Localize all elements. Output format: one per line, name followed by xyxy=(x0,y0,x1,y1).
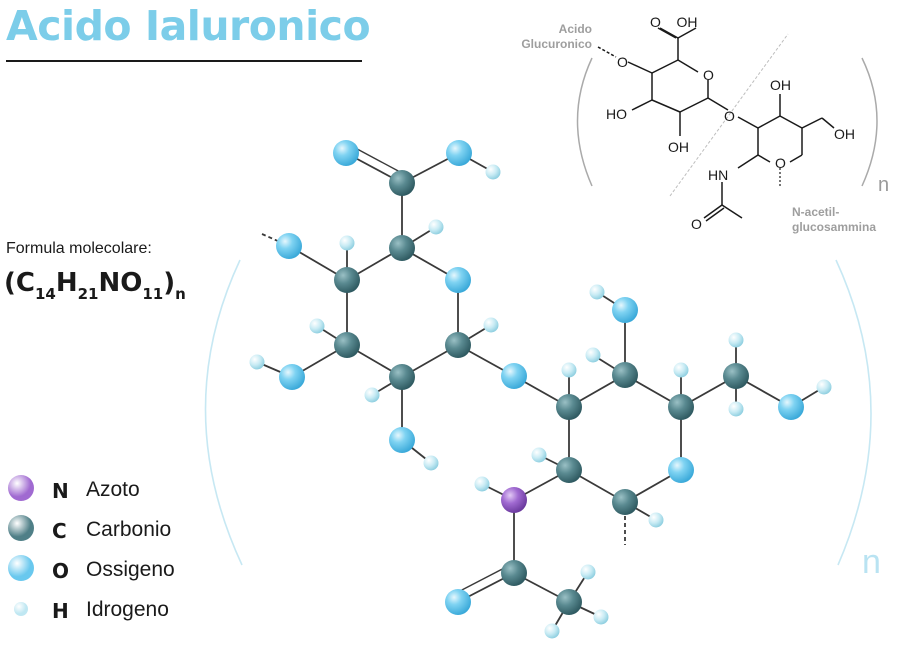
oxygen-atom-icon xyxy=(8,555,34,581)
formula-label: Formula molecolare: xyxy=(6,240,152,257)
hydrogen-atom xyxy=(816,379,832,395)
hydrogen-atom xyxy=(673,362,689,378)
formula-h-count: 21 xyxy=(77,285,99,303)
formula-n: n xyxy=(175,285,186,303)
legend-name: Idrogeno xyxy=(86,598,169,621)
skeletal-formula: O O OH O HO OH O OH O OH HN O xyxy=(576,14,878,232)
oxygen-atom xyxy=(501,363,527,389)
carbon-atom xyxy=(612,489,638,515)
formula-h: H xyxy=(55,268,78,298)
oxygen-atom xyxy=(389,427,415,453)
skeletal-o-link: O xyxy=(617,54,628,70)
hydrogen-atom xyxy=(483,317,499,333)
skeletal-ho-left: HO xyxy=(606,106,627,122)
skeletal-oh-right: OH xyxy=(834,126,855,142)
legend-symbol: C xyxy=(52,519,67,543)
oxygen-atom xyxy=(279,364,305,390)
formula-close: ) xyxy=(163,268,176,298)
skeletal-oh-bottom: OH xyxy=(668,139,689,155)
oxygen-atom xyxy=(276,233,302,259)
hydrogen-atom xyxy=(561,362,577,378)
hydrogen-atom xyxy=(585,347,601,363)
legend-symbol: N xyxy=(52,479,69,503)
carbon-atom-icon xyxy=(8,515,34,541)
left-repeat-bracket xyxy=(204,259,243,566)
hydrogen-atom xyxy=(531,447,547,463)
oxygen-atom xyxy=(445,267,471,293)
carbon-atom xyxy=(334,332,360,358)
page-title: Acido Ialuronico xyxy=(6,2,371,50)
model-repeat-n: n xyxy=(862,543,881,581)
hydrogen-atom xyxy=(364,387,380,403)
legend-symbol: H xyxy=(52,599,69,623)
skeletal-o-ring1: O xyxy=(703,67,714,83)
skeletal-cooh: O OH xyxy=(650,14,697,30)
formula-no: NO xyxy=(98,268,143,298)
carbon-atom xyxy=(723,363,749,389)
n-acetylglucosamine-label: N-acetil-glucosammina xyxy=(792,205,877,234)
hydrogen-atom xyxy=(580,564,596,580)
carbon-atom xyxy=(556,589,582,615)
legend-name: Ossigeno xyxy=(86,558,175,581)
hydrogen-atom xyxy=(428,219,444,235)
molecular-formula: (C14H21NO11)n xyxy=(4,268,186,303)
legend-symbol: O xyxy=(52,559,70,583)
skeletal-right-bracket xyxy=(861,57,878,187)
oxygen-atom xyxy=(446,140,472,166)
carbon-atom xyxy=(334,267,360,293)
carbon-atom xyxy=(668,394,694,420)
oxygen-atom xyxy=(333,140,359,166)
nitrogen-atom xyxy=(501,487,527,513)
carbon-atom xyxy=(389,170,415,196)
hydrogen-atom-icon xyxy=(14,602,28,616)
hydrogen-atom xyxy=(423,455,439,471)
oxygen-atom xyxy=(668,457,694,483)
hydrogen-atom xyxy=(249,354,265,370)
carbon-atom xyxy=(556,394,582,420)
oxygen-atom xyxy=(612,297,638,323)
carbon-atom xyxy=(389,235,415,261)
skeletal-oh-top: OH xyxy=(770,77,791,93)
hydrogen-atom xyxy=(728,401,744,417)
hydrogen-atom xyxy=(485,164,501,180)
title-underline xyxy=(6,60,362,62)
hydrogen-atom xyxy=(544,623,560,639)
hydrogen-atom xyxy=(593,609,609,625)
hydrogen-atom xyxy=(309,318,325,334)
legend-name: Azoto xyxy=(86,478,140,501)
carbon-atom xyxy=(501,560,527,586)
formula-c-count: 14 xyxy=(34,285,56,303)
monomer-divider xyxy=(669,33,789,197)
legend-name: Carbonio xyxy=(86,518,172,541)
nitrogen-atom-icon xyxy=(8,475,34,501)
hydrogen-atom xyxy=(648,512,664,528)
carbon-atom xyxy=(445,332,471,358)
right-repeat-bracket xyxy=(835,259,872,566)
skeletal-hn: HN xyxy=(708,167,728,183)
carbon-atom xyxy=(612,362,638,388)
oxygen-atom xyxy=(778,394,804,420)
formula-o-count: 11 xyxy=(142,285,164,303)
atoms xyxy=(249,140,832,639)
formula-open: (C xyxy=(4,268,35,298)
hydrogen-atom xyxy=(589,284,605,300)
oxygen-atom xyxy=(445,589,471,615)
skeletal-o-bridge: O xyxy=(724,108,735,124)
skeletal-o-ring2: O xyxy=(775,155,786,171)
skeletal-o-acetyl: O xyxy=(691,216,702,232)
skeletal-left-bracket xyxy=(576,57,593,187)
carbon-atom xyxy=(389,364,415,390)
carbon-atom xyxy=(556,457,582,483)
skeletal-repeat-n: n xyxy=(878,174,890,196)
hydrogen-atom xyxy=(728,332,744,348)
hydrogen-atom xyxy=(474,476,490,492)
hydrogen-atom xyxy=(339,235,355,251)
